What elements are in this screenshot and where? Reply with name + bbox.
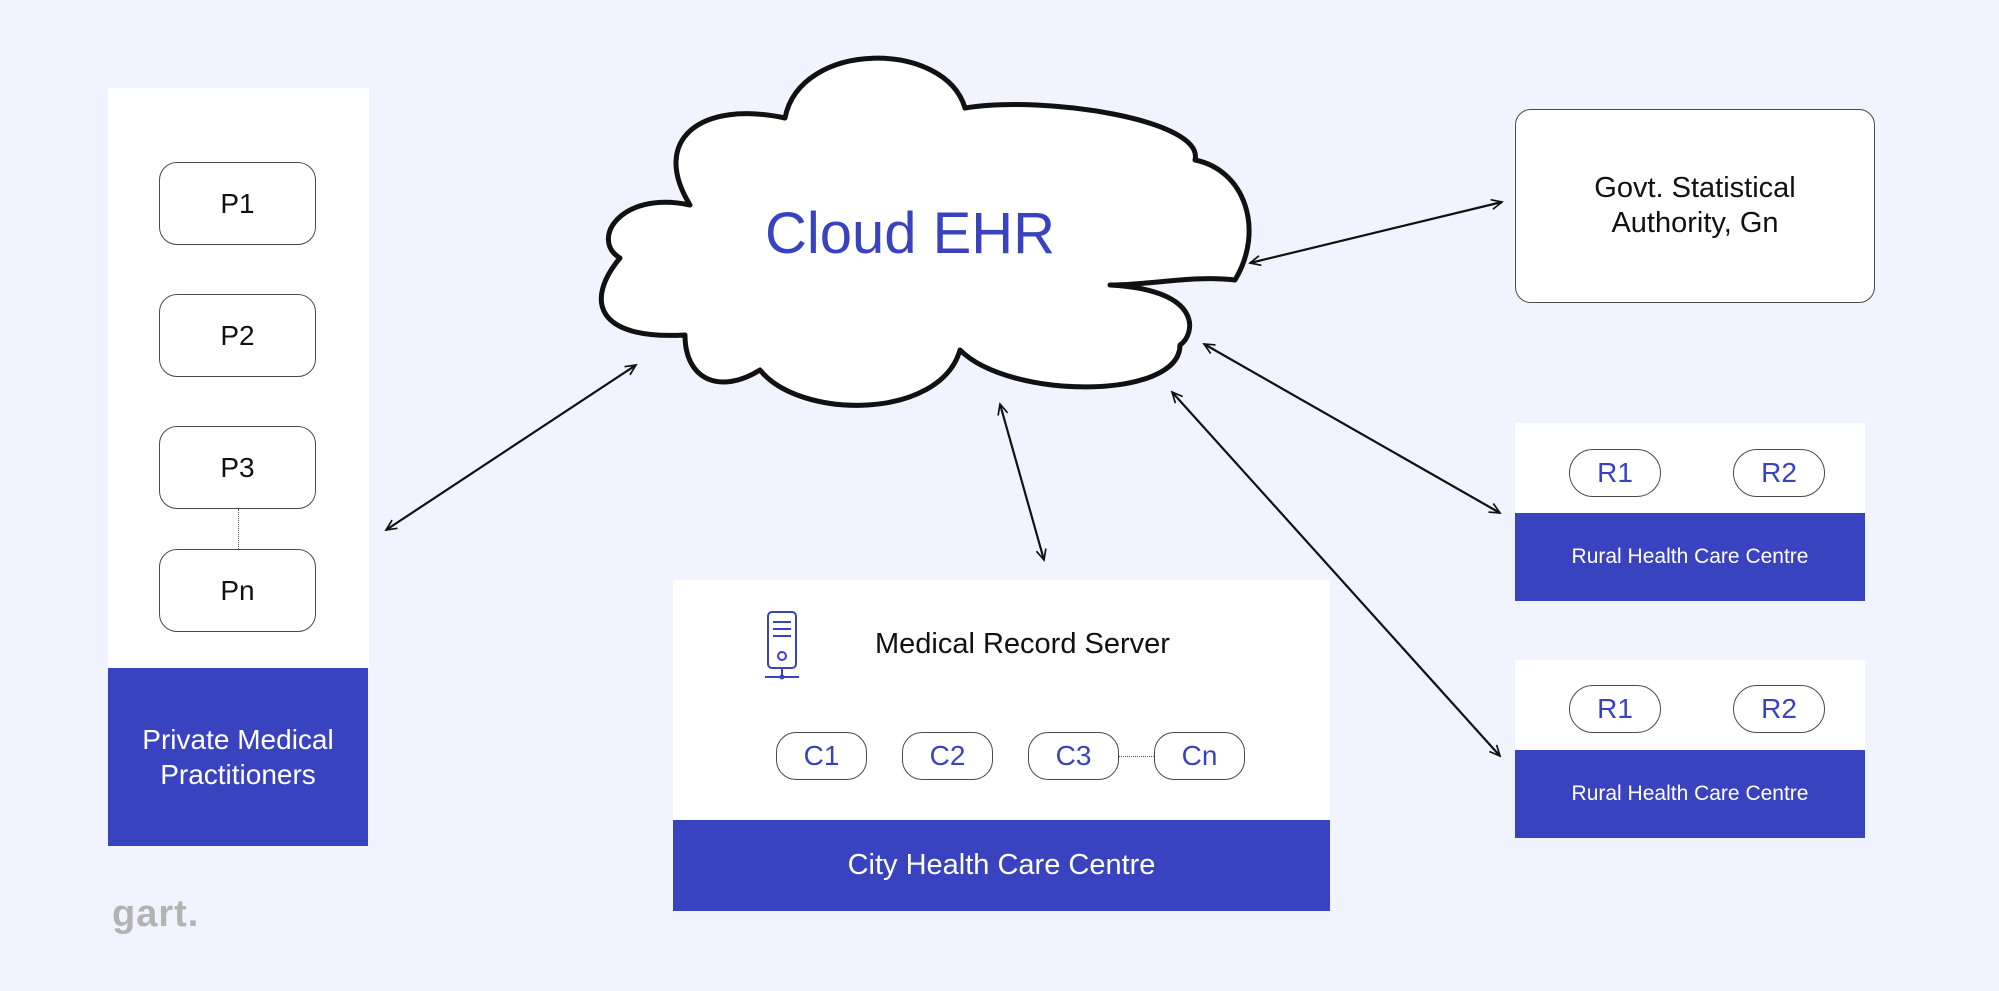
node-p1[interactable]: P1 bbox=[159, 162, 316, 245]
cloud-title: Cloud EHR bbox=[764, 201, 1056, 266]
rural-2-chip-r2[interactable]: R2 bbox=[1733, 685, 1825, 733]
govt-label: Govt. Statistical Authority, Gn bbox=[1594, 172, 1796, 239]
govt-statistical-authority[interactable]: Govt. Statistical Authority, Gn bbox=[1515, 109, 1875, 303]
city-chip-c1[interactable]: C1 bbox=[776, 732, 867, 780]
node-pn[interactable]: Pn bbox=[159, 549, 316, 632]
server-label: Medical Record Server bbox=[875, 628, 1170, 660]
server-icon bbox=[765, 611, 799, 680]
rural-1-chip-r2[interactable]: R2 bbox=[1733, 449, 1825, 497]
city-chip-c2[interactable]: C2 bbox=[902, 732, 993, 780]
brand-logo: gart. bbox=[112, 893, 200, 935]
rural-centre-2-label: Rural Health Care Centre bbox=[1515, 750, 1865, 838]
node-p3[interactable]: P3 bbox=[159, 426, 316, 509]
city-chip-c3[interactable]: C3 bbox=[1028, 732, 1119, 780]
arrow-cloud-govt bbox=[1248, 198, 1504, 267]
arrow-cloud-rural-2 bbox=[1170, 390, 1502, 758]
node-p2[interactable]: P2 bbox=[159, 294, 316, 377]
private-practitioners-label: Private Medical Practitioners bbox=[108, 668, 368, 846]
cloud-shape bbox=[598, 55, 1252, 408]
arrow-cloud-city bbox=[997, 402, 1047, 562]
arrow-cloud-rural-1 bbox=[1202, 343, 1502, 514]
rural-centre-1-label: Rural Health Care Centre bbox=[1515, 513, 1865, 601]
city-chip-cn[interactable]: Cn bbox=[1154, 732, 1245, 780]
city-centre-label: City Health Care Centre bbox=[673, 820, 1330, 911]
rural-2-chip-r1[interactable]: R1 bbox=[1569, 685, 1661, 733]
connector-c3-cn bbox=[1119, 756, 1154, 757]
connector-p3-pn bbox=[238, 509, 239, 549]
arrow-private-cloud bbox=[384, 363, 638, 532]
rural-1-chip-r1[interactable]: R1 bbox=[1569, 449, 1661, 497]
